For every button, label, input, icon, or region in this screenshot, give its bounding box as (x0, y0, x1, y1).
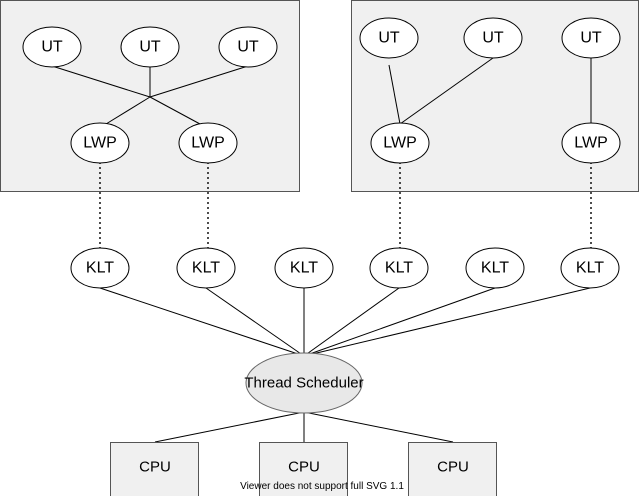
lwp-label: LWP (574, 135, 607, 152)
cpu-label: CPU (139, 459, 171, 476)
ut-node: UT (463, 17, 523, 59)
lwp-label: LWP (383, 135, 416, 152)
lwp-label: LWP (83, 135, 116, 152)
klt-label: KLT (481, 260, 509, 277)
ut-node: UT (218, 26, 278, 68)
klt-scheduler-edges (99, 287, 591, 357)
klt-node: KLT (70, 247, 130, 289)
klt-label: KLT (192, 260, 220, 277)
klt-label: KLT (385, 260, 413, 277)
ut-label: UT (139, 39, 161, 56)
ut-label: UT (580, 30, 602, 47)
klt-node: KLT (465, 247, 525, 289)
lwp-node: LWP (561, 122, 621, 164)
ut-node: UT (22, 26, 82, 68)
klt-node: KLT (176, 247, 236, 289)
cpu-label: CPU (437, 459, 469, 476)
lwp-node: LWP (178, 122, 238, 164)
ut-label: UT (41, 39, 63, 56)
cpu-node: CPU (259, 442, 348, 496)
cpu-node: CPU (110, 442, 199, 496)
lwp-node: LWP (70, 122, 130, 164)
ut-label: UT (378, 30, 400, 47)
ut-label: UT (482, 30, 504, 47)
right-ut-lwp-edges (388, 57, 592, 125)
cpu-node: CPU (408, 442, 497, 496)
klt-label: KLT (86, 260, 114, 277)
cpu-label: CPU (288, 459, 320, 476)
scheduler-cpu-edges (154, 411, 454, 443)
ut-node: UT (561, 17, 621, 59)
klt-label: KLT (576, 260, 604, 277)
left-ut-lwp-edges (51, 65, 249, 125)
klt-label: KLT (290, 260, 318, 277)
ut-label: UT (237, 39, 259, 56)
lwp-node: LWP (370, 122, 430, 164)
ut-node: UT (359, 17, 419, 59)
klt-node: KLT (369, 247, 429, 289)
thread-scheduler-label: Thread Scheduler (244, 375, 363, 392)
ut-node: UT (120, 26, 180, 68)
svg-support-note: Viewer does not support full SVG 1.1 (240, 481, 404, 492)
klt-node: KLT (274, 247, 334, 289)
lwp-label: LWP (191, 135, 224, 152)
klt-node: KLT (560, 247, 620, 289)
thread-scheduler-node: Thread Scheduler (244, 352, 364, 414)
